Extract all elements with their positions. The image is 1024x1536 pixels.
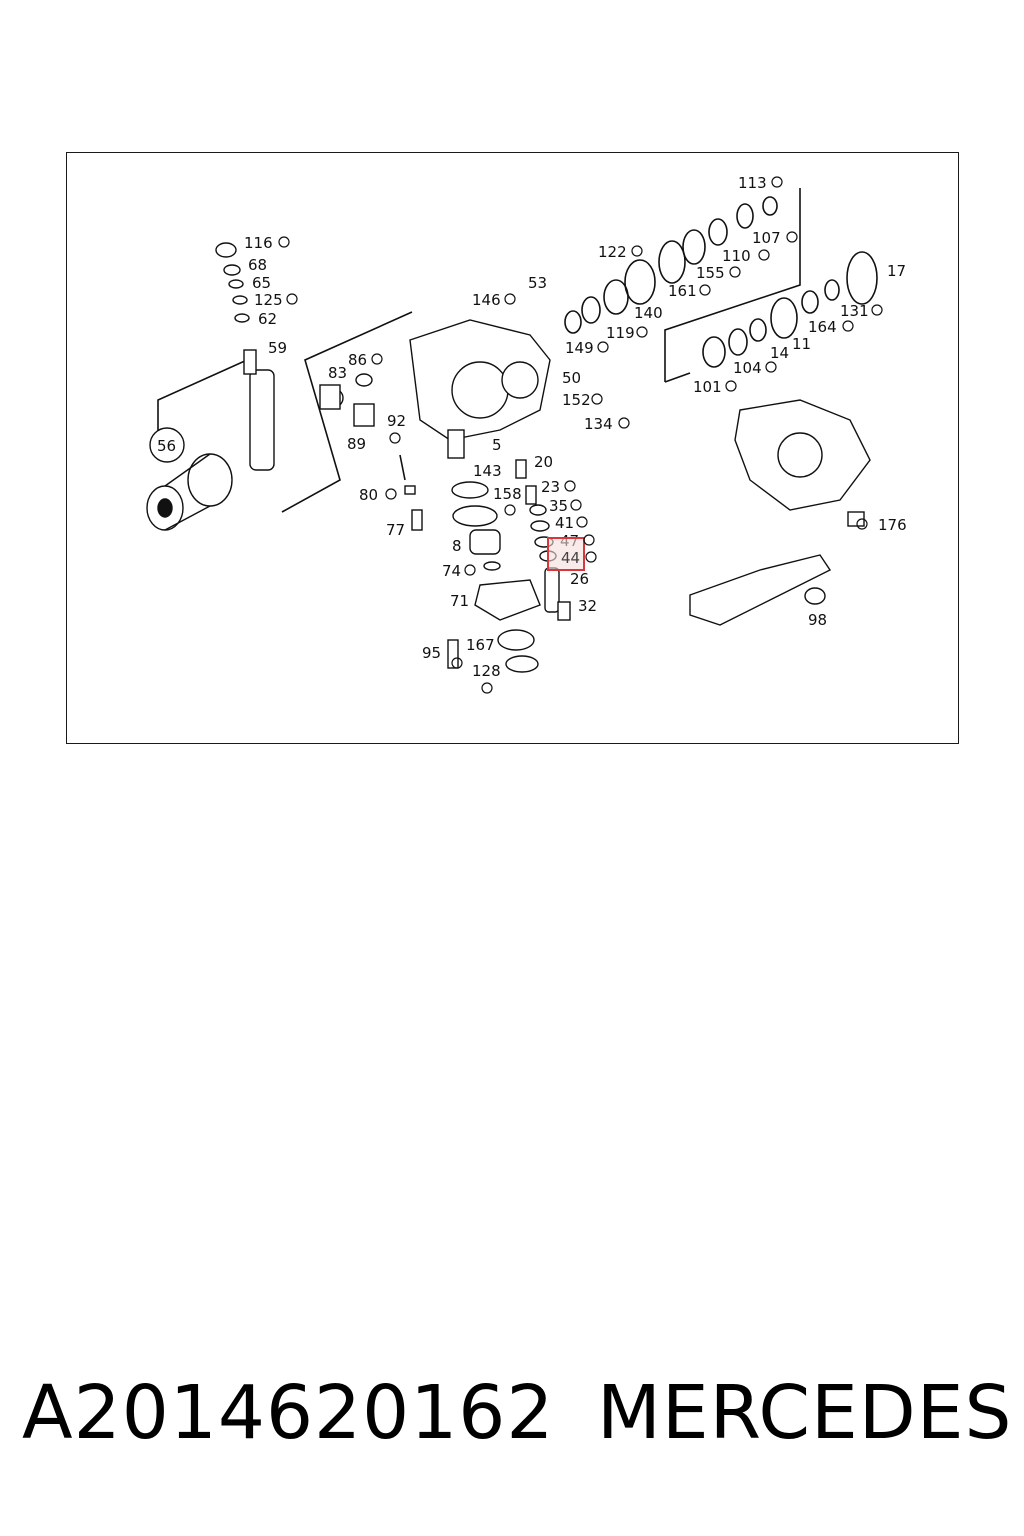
callout-116: 116 (244, 234, 273, 252)
callout-113: 113 (738, 174, 767, 192)
callout-83: 83 (328, 364, 347, 382)
callout-14: 14 (770, 344, 789, 362)
callout-5: 5 (492, 436, 502, 454)
callout-56: 56 (157, 437, 176, 455)
steering-housing (319, 319, 551, 459)
callout-98: 98 (808, 611, 827, 629)
callout-65: 65 (252, 274, 271, 292)
callout-149: 149 (565, 339, 594, 357)
callout-35: 35 (549, 497, 568, 515)
callout-119: 119 (606, 324, 635, 342)
pitman-assembly (689, 399, 871, 626)
callout-86: 86 (348, 351, 367, 369)
footer: A2014620162 MERCEDES (0, 1370, 1024, 1470)
callout-89: 89 (347, 435, 366, 453)
callout-labels: 113 107 122 110 155 17 161 116 68 65 125… (149, 174, 907, 680)
exploded-parts-diagram: 113 107 122 110 155 17 161 116 68 65 125… (146, 174, 907, 694)
callout-146: 146 (472, 291, 501, 309)
bracket-lines (157, 188, 801, 513)
callout-167: 167 (466, 636, 495, 654)
callout-32: 32 (578, 597, 597, 615)
callout-161: 161 (668, 282, 697, 300)
callout-122: 122 (598, 243, 627, 261)
callout-50: 50 (562, 369, 581, 387)
callout-59: 59 (268, 339, 287, 357)
callout-68: 68 (248, 256, 267, 274)
callout-95: 95 (422, 644, 441, 662)
callout-20: 20 (534, 453, 553, 471)
callout-8: 8 (452, 537, 462, 555)
callout-53: 53 (528, 274, 547, 292)
callout-23: 23 (541, 478, 560, 496)
callout-26: 26 (570, 570, 589, 588)
callout-140: 140 (634, 304, 663, 322)
callout-152: 152 (562, 391, 591, 409)
callout-92: 92 (387, 412, 406, 430)
callout-41: 41 (555, 514, 574, 532)
callout-101: 101 (693, 378, 722, 396)
callout-134: 134 (584, 415, 613, 433)
callout-110: 110 (722, 247, 751, 265)
callout-143: 143 (473, 462, 502, 480)
callout-155: 155 (696, 264, 725, 282)
brand-name: MERCEDES (597, 1370, 1013, 1456)
callout-107: 107 (752, 229, 781, 247)
highlight-box (547, 537, 585, 571)
callout-56-circle (149, 427, 185, 463)
diagram-frame (66, 152, 959, 744)
callout-176: 176 (878, 516, 907, 534)
callout-128: 128 (472, 662, 501, 680)
callout-62: 62 (258, 310, 277, 328)
callout-11: 11 (792, 335, 811, 353)
callout-131: 131 (840, 302, 869, 320)
callout-80: 80 (359, 486, 378, 504)
callout-125: 125 (254, 291, 283, 309)
callout-17: 17 (887, 262, 906, 280)
input-shaft-group (146, 242, 275, 531)
callout-164: 164 (808, 318, 837, 336)
callout-71: 71 (450, 592, 469, 610)
part-number: A2014620162 (22, 1370, 555, 1456)
seal-rings (564, 196, 878, 368)
callout-77: 77 (386, 521, 405, 539)
callout-74: 74 (442, 562, 461, 580)
callout-marks (278, 176, 883, 694)
callout-44: 44 (561, 549, 580, 567)
callout-158: 158 (493, 485, 522, 503)
callout-104: 104 (733, 359, 762, 377)
